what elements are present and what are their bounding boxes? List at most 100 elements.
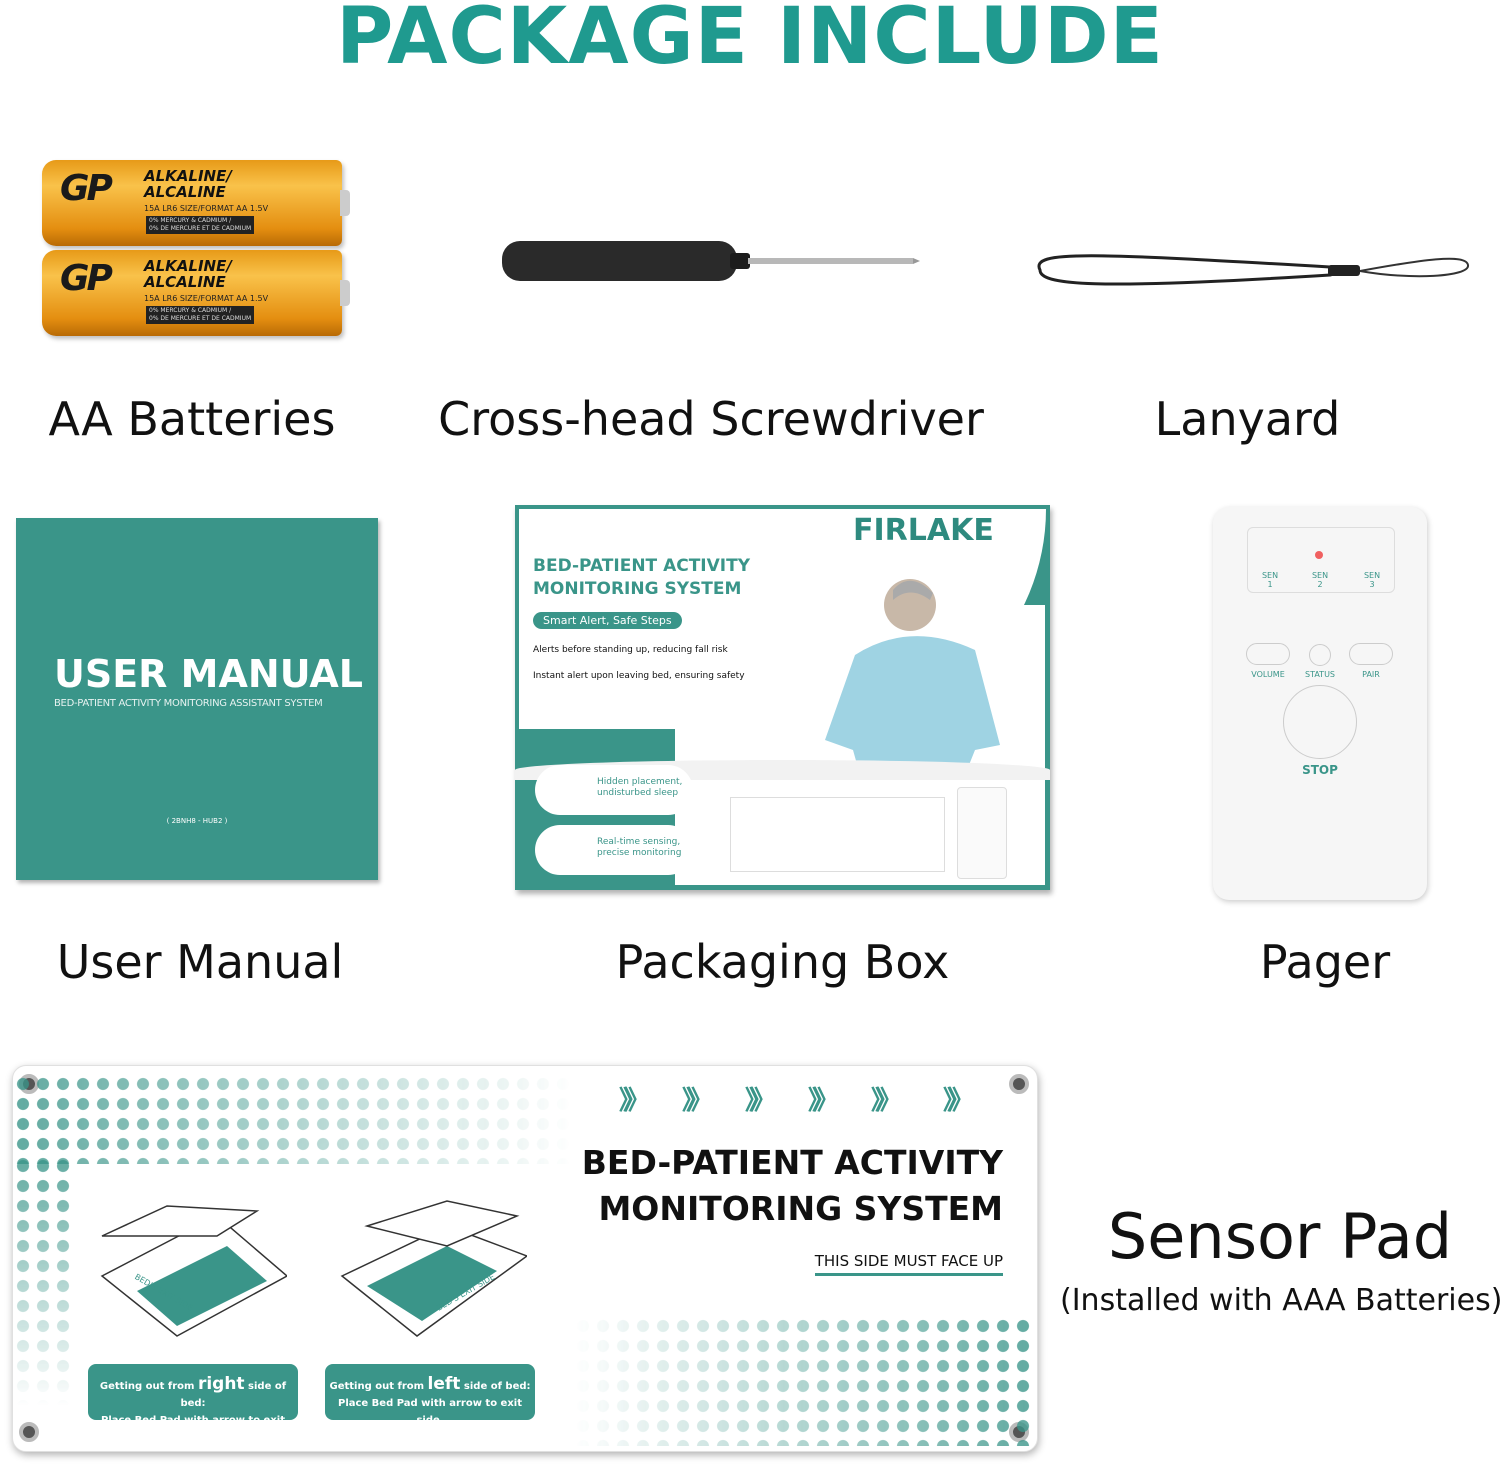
instruction-text: side of bed:	[460, 1381, 531, 1392]
mercury-line: 0% DE MERCURE ET DE CADMIUM	[149, 225, 252, 232]
page-title: PACKAGE INCLUDE	[336, 0, 1164, 82]
label-sensor-pad-sub: (Installed with AAA Batteries)	[1060, 1283, 1500, 1318]
battery: GP ALKALINE/ALCALINE 15A LR6 SIZE/FORMAT…	[42, 250, 350, 336]
stop-label: STOP	[1302, 763, 1338, 777]
pad-title-line: MONITORING SYSTEM	[598, 1189, 1003, 1228]
status-button[interactable]	[1309, 644, 1331, 666]
chevron-right-icon: 》》	[871, 1086, 902, 1116]
sen-number: 3	[1369, 580, 1375, 589]
chevron-right-icon: 》》	[619, 1086, 650, 1116]
box-title: BED-PATIENT ACTIVITY MONITORING SYSTEM	[533, 555, 750, 601]
chevron-right-icon: 》》	[682, 1086, 713, 1116]
stop-button[interactable]	[1283, 685, 1357, 759]
instruction-side: right	[197, 1374, 245, 1394]
label-sensor-pad: Sensor Pad	[1107, 1200, 1453, 1273]
battery-type-line: ALCALINE	[144, 183, 226, 201]
battery-brand: GP	[60, 258, 113, 299]
box-bullet: Instant alert upon leaving bed, ensuring…	[533, 671, 745, 681]
instruction-text: Getting out from	[329, 1381, 428, 1392]
grommet	[19, 1422, 39, 1442]
feature-line: precise monitoring	[597, 848, 682, 858]
face-up-notice: THIS SIDE MUST FACE UP	[814, 1252, 1003, 1276]
battery-tip	[340, 280, 350, 306]
box-title-line: MONITORING SYSTEM	[533, 579, 742, 599]
battery-brand: GP	[60, 168, 113, 209]
manual-subtitle: BED-PATIENT ACTIVITY MONITORING ASSISTAN…	[54, 698, 323, 709]
bed-diagram-left	[340, 1200, 527, 1337]
sen-number: 1	[1267, 580, 1273, 589]
pager-display	[1247, 527, 1395, 593]
label-user-manual: User Manual	[56, 935, 344, 989]
volume-button[interactable]	[1246, 643, 1290, 665]
chevron-right-icon: 》》	[943, 1086, 974, 1116]
lanyard-image	[1037, 254, 1469, 286]
pad-title: BED-PATIENT ACTIVITY MONITORING SYSTEM	[582, 1140, 1003, 1232]
mercury-line: 0% DE MERCURE ET DE CADMIUM	[149, 315, 252, 322]
box-pad-illustration	[730, 797, 945, 872]
box-pager-illustration	[957, 787, 1007, 879]
label-screwdriver: Cross-head Screwdriver	[438, 392, 984, 446]
dot-pattern	[13, 1156, 73, 1406]
pair-button[interactable]	[1349, 643, 1393, 665]
sen-label: SEN	[1311, 571, 1329, 580]
pair-label: PAIR	[1362, 670, 1380, 679]
battery-type: ALKALINE/ALCALINE	[144, 258, 232, 290]
manual-heading: USER MANUAL	[54, 652, 364, 696]
patient-photo	[825, 579, 1000, 775]
box-feature: Real-time sensing,precise monitoring	[535, 825, 693, 875]
battery-type-line: ALKALINE/	[144, 257, 232, 275]
instruction-side: left	[427, 1374, 461, 1394]
box-feature: Hidden placement,undisturbed sleep	[535, 765, 693, 815]
sen-label: SEN	[1261, 571, 1279, 580]
feature-line: undisturbed sleep	[597, 788, 679, 798]
box-tagline: Smart Alert, Safe Steps	[533, 612, 682, 629]
label-packaging-box: Packaging Box	[615, 935, 950, 989]
pad-title-line: BED-PATIENT ACTIVITY	[581, 1143, 1003, 1182]
mercury-line: 0% MERCURY & CADMIUM /	[149, 217, 232, 224]
status-label: STATUS	[1304, 670, 1335, 679]
battery: GP ALKALINE/ALCALINE 15A LR6 SIZE/FORMAT…	[42, 160, 350, 246]
battery-spec: 15A LR6 SIZE/FORMAT AA 1.5V	[144, 204, 269, 213]
grommet	[1009, 1074, 1029, 1094]
instruction-right: Getting out from right side of bed: Place…	[88, 1364, 298, 1443]
instruction-text: Place Bed Pad with arrow to exit side.	[100, 1415, 285, 1443]
chevron-right-icon: 》》	[808, 1086, 839, 1116]
battery-type-line: ALKALINE/	[144, 167, 232, 185]
box-title-line: BED-PATIENT ACTIVITY	[533, 556, 751, 576]
box-brand: FIRLAKE	[853, 513, 994, 548]
bed-diagram-right	[100, 1205, 287, 1337]
battery-spec: 15A LR6 SIZE/FORMAT AA 1.5V	[144, 294, 269, 303]
dot-pattern	[13, 1074, 573, 1164]
battery-mercury: 0% MERCURY & CADMIUM /0% DE MERCURE ET D…	[146, 216, 255, 234]
instruction-text: Place Bed Pad with arrow to exit side.	[337, 1398, 522, 1426]
instruction-text: Getting out from	[99, 1381, 198, 1392]
chevron-right-icon: 》》	[745, 1086, 776, 1116]
label-pager: Pager	[1259, 935, 1391, 989]
manual-code: ( 2BNH8 - HUB2 )	[166, 817, 228, 825]
instruction-text: side of bed:	[180, 1381, 287, 1409]
screwdriver-image	[502, 241, 920, 281]
battery-type: ALKALINE/ALCALINE	[144, 168, 232, 200]
sen-label: SEN	[1363, 571, 1381, 580]
packaging-box-image: FIRLAKE BED-PATIENT ACTIVITY MONITORING S…	[515, 505, 1050, 890]
instruction-left: Getting out from left side of bed: Place …	[325, 1364, 535, 1426]
feature-line: Hidden placement,	[597, 777, 683, 787]
sensor-pad-image: 》》 》》 》》 》》 》》 》》 BED-PATIENT ACTIVITY MO…	[12, 1065, 1038, 1452]
battery-mercury: 0% MERCURY & CADMIUM /0% DE MERCURE ET D…	[146, 306, 255, 324]
status-led	[1315, 551, 1323, 559]
battery-tip	[340, 190, 350, 216]
label-aa-batteries: AA Batteries	[48, 392, 336, 446]
mercury-line: 0% MERCURY & CADMIUM /	[149, 307, 232, 314]
box-bullet: Alerts before standing up, reducing fall…	[533, 645, 728, 655]
volume-label: VOLUME	[1251, 670, 1285, 679]
feature-line: Real-time sensing,	[597, 837, 681, 847]
sen-number: 2	[1317, 580, 1323, 589]
user-manual-image: USER MANUAL BED-PATIENT ACTIVITY MONITOR…	[16, 518, 378, 880]
dot-pattern	[573, 1316, 1033, 1446]
label-lanyard: Lanyard	[1154, 392, 1341, 446]
battery-type-line: ALCALINE	[144, 273, 226, 291]
